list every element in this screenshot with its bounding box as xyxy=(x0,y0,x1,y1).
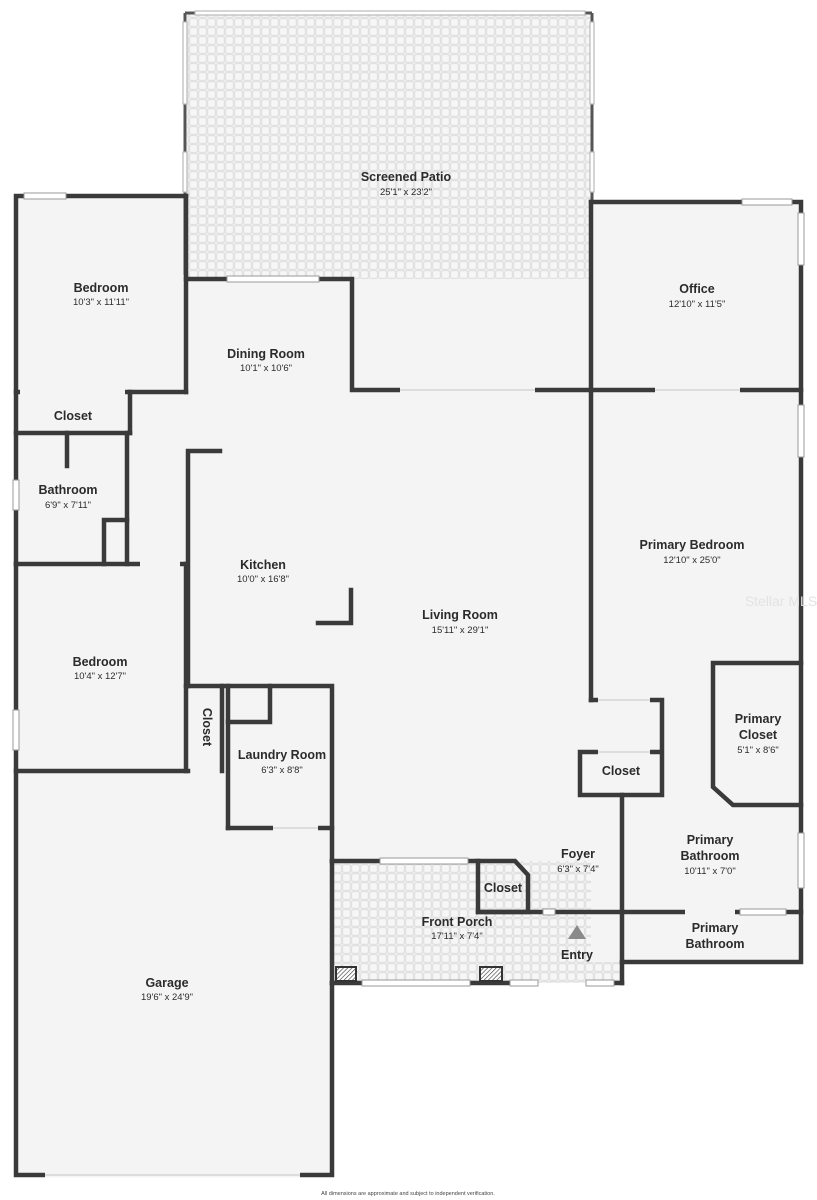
interior-floor-left xyxy=(16,196,188,770)
room-name-closet-3: Closet xyxy=(602,764,641,778)
floors xyxy=(16,14,801,1173)
room-dim-living-room: 15'11" x 29'1" xyxy=(432,625,489,636)
door-marks xyxy=(45,389,740,1176)
room-name-primary-bathroom-2-line1: Primary xyxy=(692,921,739,935)
room-name-front-porch: Front Porch xyxy=(422,915,493,929)
room-dim-office: 12'10" x 11'5" xyxy=(669,299,726,310)
room-dim-primary-closet: 5'1" x 8'6" xyxy=(737,745,779,756)
room-dim-screened-patio: 25'1" x 23'2" xyxy=(380,187,432,198)
room-name-primary-closet-line2: Closet xyxy=(739,728,778,742)
room-name-primary-bathroom-1-line2: Bathroom xyxy=(680,849,739,863)
room-name-primary-bathroom-1-line1: Primary xyxy=(687,833,734,847)
room-name-primary-bathroom-2-line2: Bathroom xyxy=(685,937,744,951)
room-dim-bedroom-2: 10'4" x 12'7" xyxy=(74,671,126,682)
room-dim-bathroom: 6'9" x 7'11" xyxy=(45,500,91,511)
watermark: Stellar MLS xyxy=(745,593,817,609)
room-name-closet-1: Closet xyxy=(54,409,93,423)
room-name-bathroom: Bathroom xyxy=(38,483,97,497)
laundry-floor xyxy=(188,686,334,861)
porch-column-right xyxy=(479,966,503,982)
room-name-bedroom-1: Bedroom xyxy=(74,281,129,295)
room-name-entry: Entry xyxy=(561,948,593,962)
room-dim-kitchen: 10'0" x 16'8" xyxy=(237,574,289,585)
room-dim-foyer: 6'3" x 7'4" xyxy=(557,864,599,875)
windows xyxy=(12,192,805,987)
room-name-laundry-room: Laundry Room xyxy=(238,748,326,762)
room-name-dining-room: Dining Room xyxy=(227,347,305,361)
room-name-bedroom-2: Bedroom xyxy=(73,655,128,669)
room-dim-primary-bedroom: 12'10" x 25'0" xyxy=(663,555,720,566)
room-dim-bedroom-1: 10'3" x 11'11" xyxy=(73,297,129,308)
room-name-garage: Garage xyxy=(145,976,188,990)
room-name-closet-2: Closet xyxy=(200,708,214,747)
room-dim-laundry-room: 6'3" x 8'8" xyxy=(261,765,303,776)
room-name-office: Office xyxy=(679,282,714,296)
interior-floor-right xyxy=(591,202,801,962)
porch-column-left xyxy=(335,966,357,982)
room-dim-front-porch: 17'11" x 7'4" xyxy=(431,931,482,942)
room-name-closet-4: Closet xyxy=(484,881,523,895)
room-name-kitchen: Kitchen xyxy=(240,558,286,572)
entry-arrow-icon xyxy=(568,925,586,939)
walls xyxy=(13,193,804,1178)
room-name-primary-closet-line1: Primary xyxy=(735,712,782,726)
room-name-living-room: Living Room xyxy=(422,608,498,622)
room-name-primary-bedroom: Primary Bedroom xyxy=(640,538,745,552)
footer-disclaimer: All dimensions are approximate and subje… xyxy=(321,1191,495,1197)
room-name-screened-patio: Screened Patio xyxy=(361,170,452,184)
patio-screen-panels xyxy=(182,10,595,193)
room-labels: Screened Patio 25'1" x 23'2" Bedroom 10'… xyxy=(38,170,781,1003)
room-name-foyer: Foyer xyxy=(561,847,595,861)
room-dim-dining-room: 10'1" x 10'6" xyxy=(240,363,292,374)
room-dim-garage: 19'6" x 24'9" xyxy=(141,992,193,1003)
room-dim-primary-bathroom-1: 10'11" x 7'0" xyxy=(684,866,735,877)
